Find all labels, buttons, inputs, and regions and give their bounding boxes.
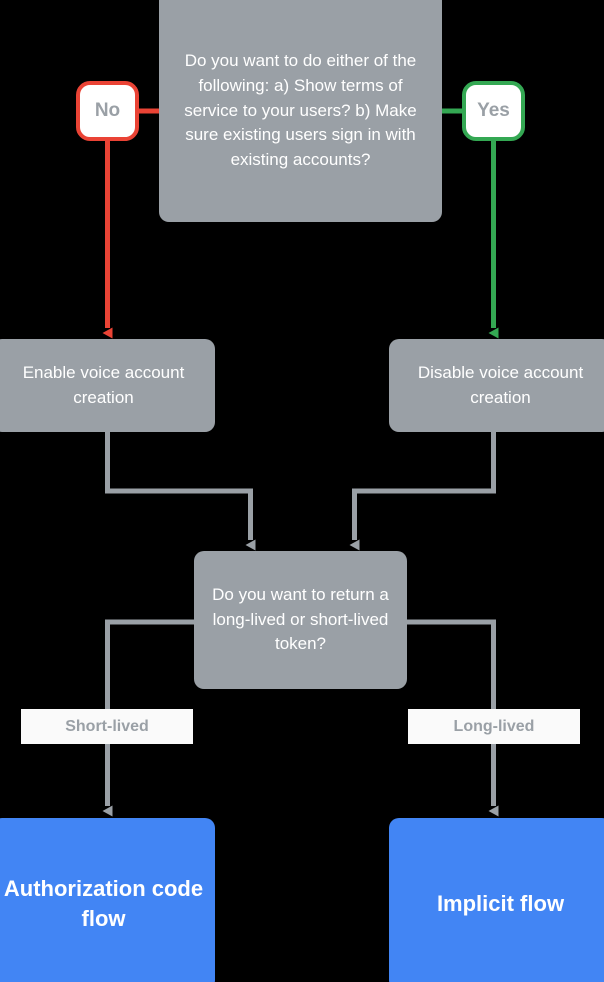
decision-node-token-lifetime-label: Do you want to return a long-lived or sh… [212, 585, 389, 654]
process-node-disable-voice-account-creation-label: Disable voice account creation [417, 362, 584, 407]
edge-label-short-lived: Short-lived [21, 709, 193, 744]
branch-badge-yes: Yes [462, 81, 525, 141]
terminal-node-authorization-code-flow-label: Authorization code flow [3, 876, 204, 931]
process-node-enable-voice-account-creation-label: Enable voice account creation [22, 362, 185, 407]
process-node-disable-voice-account-creation: Disable voice account creation [389, 339, 604, 432]
branch-badge-no: No [76, 81, 139, 141]
edge-enable-to-token [105, 432, 256, 551]
terminal-node-implicit-flow-label: Implicit flow [436, 891, 565, 917]
terminal-node-implicit-flow: Implicit flow [389, 818, 604, 982]
edge-question-to-yes [442, 108, 499, 339]
process-node-enable-voice-account-creation: Enable voice account creation [0, 339, 215, 432]
edge-question-to-no [102, 108, 159, 339]
edge-label-short-lived-text: Short-lived [65, 717, 149, 735]
edge-label-long-lived: Long-lived [408, 709, 580, 744]
decision-node-terms-or-existing-users: Do you want to do either of the followin… [159, 0, 442, 222]
decision-node-terms-or-existing-users-label: Do you want to do either of the followin… [184, 51, 417, 169]
edge-label-long-lived-text: Long-lived [453, 717, 535, 735]
edge-disable-to-token [349, 432, 496, 551]
branch-badge-yes-label: Yes [477, 100, 510, 121]
terminal-node-authorization-code-flow: Authorization code flow [0, 818, 215, 982]
branch-badge-no-label: No [94, 100, 121, 121]
decision-node-token-lifetime: Do you want to return a long-lived or sh… [194, 551, 407, 689]
